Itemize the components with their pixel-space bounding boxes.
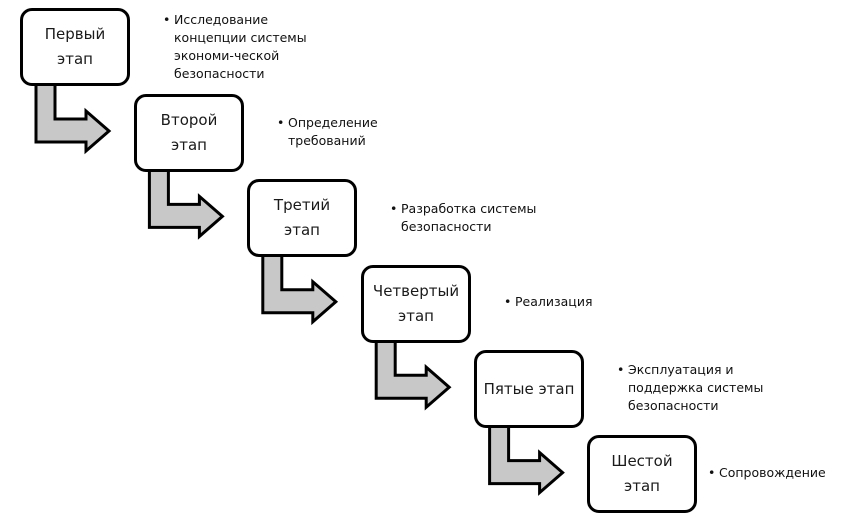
bent-arrow-icon: [374, 338, 452, 411]
bullet-icon: •: [617, 362, 625, 377]
stage-title: Второй: [160, 111, 218, 129]
stage-subtitle: этап: [398, 307, 434, 325]
stage-title: Третий: [273, 196, 331, 214]
stage-box-6: Шестой этап: [587, 435, 697, 513]
stage-description-4: • Реализация: [504, 293, 593, 311]
description-line: экономи-ческой: [174, 48, 280, 63]
stage-box-2: Второй этап: [134, 94, 244, 172]
description-line: поддержка системы: [628, 380, 764, 395]
stage-subtitle: этап: [284, 221, 320, 239]
bullet-icon: •: [708, 465, 716, 480]
description-line: безопасности: [401, 219, 492, 234]
stage-box-3: Третий этап: [247, 179, 357, 257]
description-line: Исследование: [174, 12, 269, 27]
stage-box-5: Пятые этап: [474, 350, 584, 428]
stage-description-2: • Определение требований: [277, 114, 378, 150]
stage-title: Первый: [44, 25, 106, 43]
description-line: Сопровождение: [719, 465, 826, 480]
stage-description-1: • Исследование концепции системы экономи…: [163, 11, 307, 83]
stage-box-4: Четвертый этап: [361, 265, 471, 343]
bullet-icon: •: [390, 201, 398, 216]
description-line: безопасности: [628, 398, 719, 413]
bullet-icon: •: [504, 294, 512, 309]
stage-title: Четвертый: [372, 282, 460, 300]
description-line: требований: [288, 133, 366, 148]
stage-box-1: Первый этап: [20, 8, 130, 86]
stage-description-6: • Сопровождение: [708, 464, 826, 482]
bent-arrow-icon: [147, 167, 225, 240]
stage-description-5: • Эксплуатация и поддержка системы безоп…: [617, 361, 764, 415]
description-line: Разработка системы: [401, 201, 537, 216]
bent-arrow-icon: [488, 424, 565, 496]
description-line: Определение: [288, 115, 378, 130]
bullet-icon: •: [277, 115, 285, 130]
stage-subtitle: этап: [624, 477, 660, 495]
description-line: безопасности: [174, 66, 265, 81]
stage-subtitle: этап: [171, 136, 207, 154]
description-line: Эксплуатация и: [628, 362, 734, 377]
bent-arrow-icon: [261, 253, 339, 326]
bent-arrow-icon: [34, 82, 112, 155]
stage-title: Шестой: [611, 452, 673, 470]
stage-description-3: • Разработка системы безопасности: [390, 200, 537, 236]
stage-subtitle: этап: [57, 50, 93, 68]
stage-title: Пятые этап: [483, 379, 575, 398]
description-line: Реализация: [515, 294, 593, 309]
bullet-icon: •: [163, 12, 171, 27]
description-line: концепции системы: [174, 30, 307, 45]
